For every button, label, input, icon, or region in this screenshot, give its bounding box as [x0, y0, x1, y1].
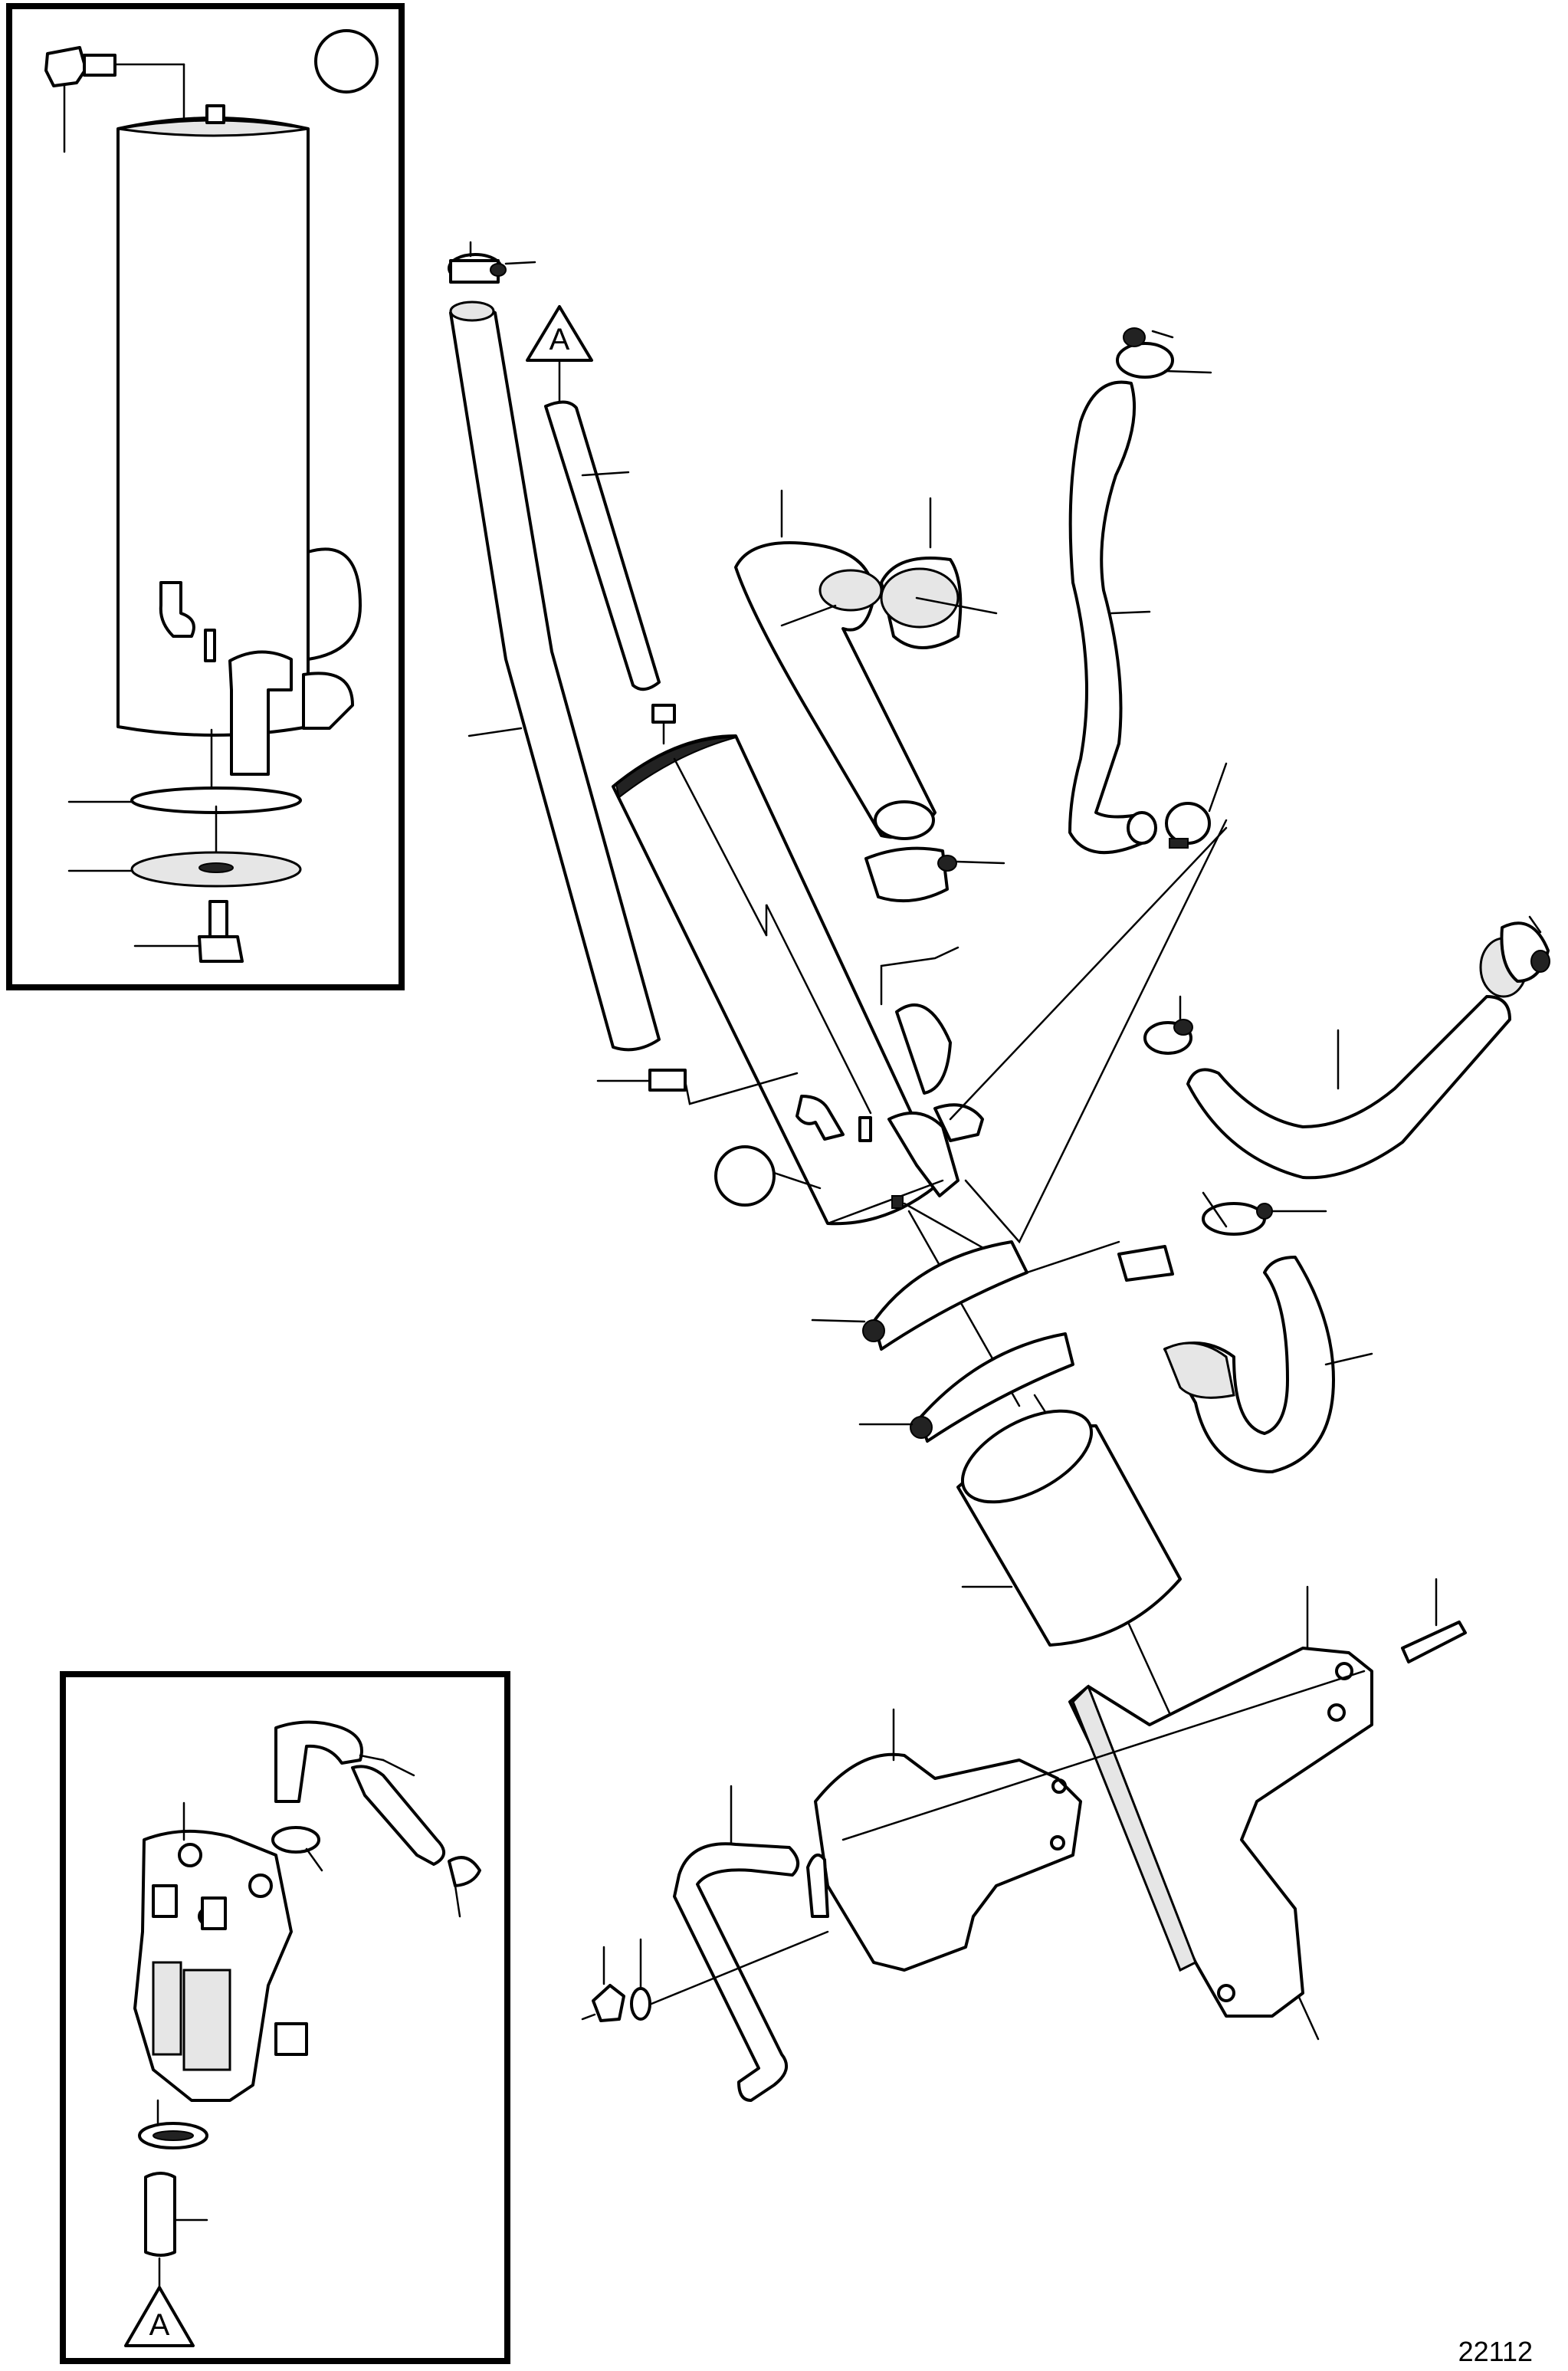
hose-clamp-upper-right: [1116, 327, 1212, 379]
filter-cylinder: [116, 104, 362, 802]
band-clamp-large: [880, 497, 998, 649]
bent-hose-right: [1186, 937, 1528, 1180]
rubber-sleeve: [956, 1409, 1182, 1647]
hose-clamp-right-top: [1500, 915, 1550, 983]
main-filter-cylinder: [612, 734, 984, 1226]
bolt-bottom: [133, 900, 244, 963]
heat-shield-plate: [814, 1670, 1366, 1972]
inset-frame-bottom: [60, 1671, 510, 2364]
callout-a-bottom-label: A: [149, 2308, 170, 2342]
bent-pipe: [673, 1785, 829, 2102]
elbow-hose-upper: [734, 489, 937, 840]
position-circle-center: [714, 1145, 822, 1207]
stud-bolt: [1401, 1578, 1467, 1663]
figure-reference-number: 22112: [1458, 2336, 1533, 2367]
spacer-small-right: [1117, 1245, 1174, 1282]
hose-clamp-lower-right-s: [1165, 762, 1228, 849]
band-clamp-lower-1: [811, 1240, 1028, 1351]
u-hose: [1163, 1256, 1373, 1473]
callout-a-bottom: A: [124, 2286, 195, 2347]
thin-hose-center: [544, 400, 676, 745]
inset-pump-assembly: A: [60, 1671, 510, 2364]
nut-washer: [581, 1930, 829, 2022]
band-clamp-lower-2: [858, 1332, 1074, 1443]
hose-clamp-mid: [864, 846, 1005, 903]
inset-position-circle: [314, 29, 379, 94]
mounting-bracket: [1068, 1585, 1373, 2018]
callout-a-top-label: A: [549, 323, 570, 356]
hose-clamp-top: [448, 241, 536, 284]
bolt-top: [44, 46, 185, 153]
hose-clamp-right-bent: [1143, 995, 1193, 1055]
inset-frame-top: [6, 3, 405, 990]
pump-hose-lower: [138, 2099, 208, 2289]
s-hose-upper-right: [1068, 380, 1157, 855]
hose-clamp-u: [1202, 1191, 1327, 1236]
inset-filter-detail: [6, 3, 405, 990]
washer-lower: [67, 805, 302, 888]
callout-a-top: A: [526, 305, 593, 408]
pump-body: [133, 1801, 308, 2102]
washer-upper: [67, 787, 302, 814]
